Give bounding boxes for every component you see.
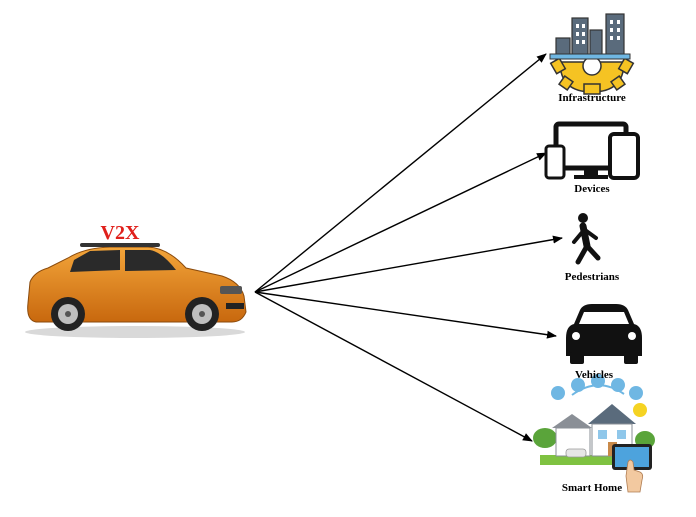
arrow-infrastructure — [254, 53, 547, 293]
devices-icon — [544, 121, 640, 180]
devices-label: Devices — [574, 183, 610, 195]
vehicles-label: Vehicles — [574, 369, 614, 381]
infrastructure-icon — [549, 13, 635, 95]
smart-home-label: Smart Home — [561, 482, 623, 494]
arrows — [254, 53, 563, 442]
pedestrians-label: Pedestrians — [564, 271, 620, 283]
infrastructure-label: Infrastructure — [558, 92, 626, 104]
v2x-title: V2X — [100, 222, 140, 244]
smart-home-icon — [533, 374, 655, 493]
arrow-vehicles — [254, 291, 557, 339]
arrow-devices — [254, 152, 547, 293]
arrow-smart-home — [254, 291, 533, 442]
vehicle-icon — [566, 304, 642, 364]
arrow-pedestrians — [254, 235, 563, 293]
pedestrian-icon — [572, 213, 601, 265]
car-icon — [25, 243, 247, 338]
